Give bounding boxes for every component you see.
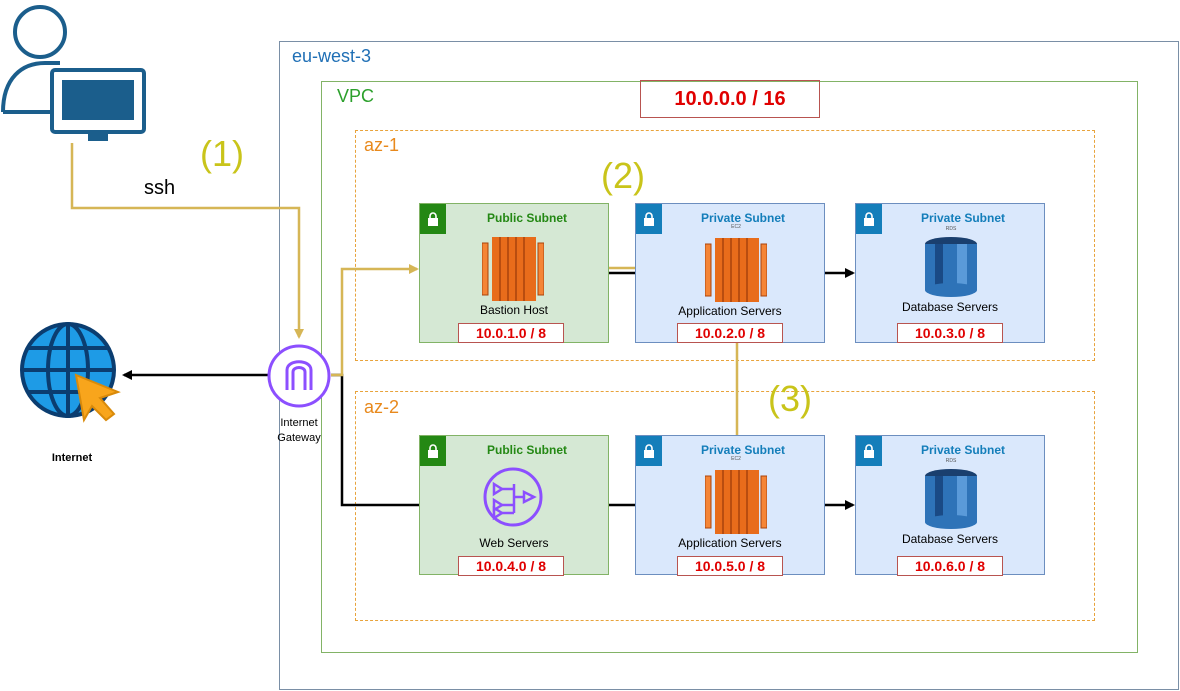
subnet-private-db-az1: Private Subnet RDS Database Servers 10.0… — [855, 203, 1045, 343]
subnet-private-db-az2: Private Subnet RDS Database Servers 10.0… — [855, 435, 1045, 576]
rds-icon — [925, 469, 977, 529]
service-tag: RDS — [945, 458, 957, 464]
cidr-badge: 10.0.3.0 / 8 — [897, 323, 1003, 343]
user-computer-icon — [1, 5, 146, 141]
ssh-path-user-to-gateway — [70, 143, 304, 339]
rds-icon — [925, 237, 977, 297]
service-tag: RDS — [945, 226, 957, 232]
subnet-public-az1: Public Subnet Bastion Host 10.0.1.0 / 8 — [419, 203, 609, 343]
load-balancer-icon — [483, 467, 543, 527]
az-2-label: az-2 — [364, 397, 400, 417]
step-2-label: (2) — [601, 155, 645, 196]
cidr-badge: 10.0.5.0 / 8 — [677, 556, 783, 576]
ec2-icon — [482, 237, 544, 301]
service-label: Database Servers — [901, 532, 999, 546]
globe-icon — [20, 322, 121, 423]
subnet-title: Private Subnet — [920, 211, 1006, 225]
lock-icon — [636, 204, 662, 234]
service-tag: EC2 — [731, 456, 741, 462]
gateway-to-web-servers-line — [331, 373, 420, 507]
service-label: Bastion Host — [479, 303, 549, 317]
service-tag: EC2 — [731, 224, 741, 230]
az-1-label: az-1 — [364, 135, 400, 155]
service-label: Web Servers — [479, 536, 549, 550]
vpc-cidr-badge: 10.0.0.0 / 16 — [640, 80, 820, 118]
subnet-private-app-az2: Private Subnet EC2 Application Servers 1… — [635, 435, 825, 576]
subnet-title: Public Subnet — [486, 443, 567, 457]
cidr-badge: 10.0.1.0 / 8 — [458, 323, 564, 343]
cidr-badge: 10.0.2.0 / 8 — [677, 323, 783, 343]
subnet-title: Private Subnet — [700, 443, 786, 457]
subnet-title: Private Subnet — [920, 443, 1006, 457]
az-1-container — [355, 130, 1095, 361]
ssh-path-gateway-to-bastion — [331, 264, 419, 377]
service-label: Database Servers — [901, 300, 999, 314]
region-label: eu-west-3 — [292, 46, 372, 66]
step-3-label: (3) — [768, 378, 812, 419]
internet-label: Internet — [51, 452, 93, 464]
lock-icon — [856, 204, 882, 234]
lock-icon — [420, 204, 446, 234]
cidr-badge: 10.0.6.0 / 8 — [897, 556, 1003, 576]
cidr-badge: 10.0.4.0 / 8 — [458, 556, 564, 576]
subnet-title: Private Subnet — [700, 211, 786, 225]
lock-icon — [636, 436, 662, 466]
ec2-icon — [705, 470, 767, 534]
ec2-icon — [705, 238, 767, 302]
internet-gateway-icon — [267, 344, 331, 408]
internet-gateway-label: Internet Gateway — [277, 417, 321, 444]
subnet-private-app-az1: Private Subnet EC2 Application Servers 1… — [635, 203, 825, 343]
subnet-title: Public Subnet — [486, 211, 567, 225]
service-label: Application Servers — [678, 536, 782, 550]
lock-icon — [856, 436, 882, 466]
ssh-label: ssh — [144, 177, 176, 199]
lock-icon — [420, 436, 446, 466]
service-label: Application Servers — [678, 304, 782, 318]
step-1-label: (1) — [200, 133, 244, 174]
vpc-label: VPC — [337, 86, 375, 106]
subnet-public-az2: Public Subnet Web Servers 10.0.4.0 / 8 — [419, 435, 609, 576]
